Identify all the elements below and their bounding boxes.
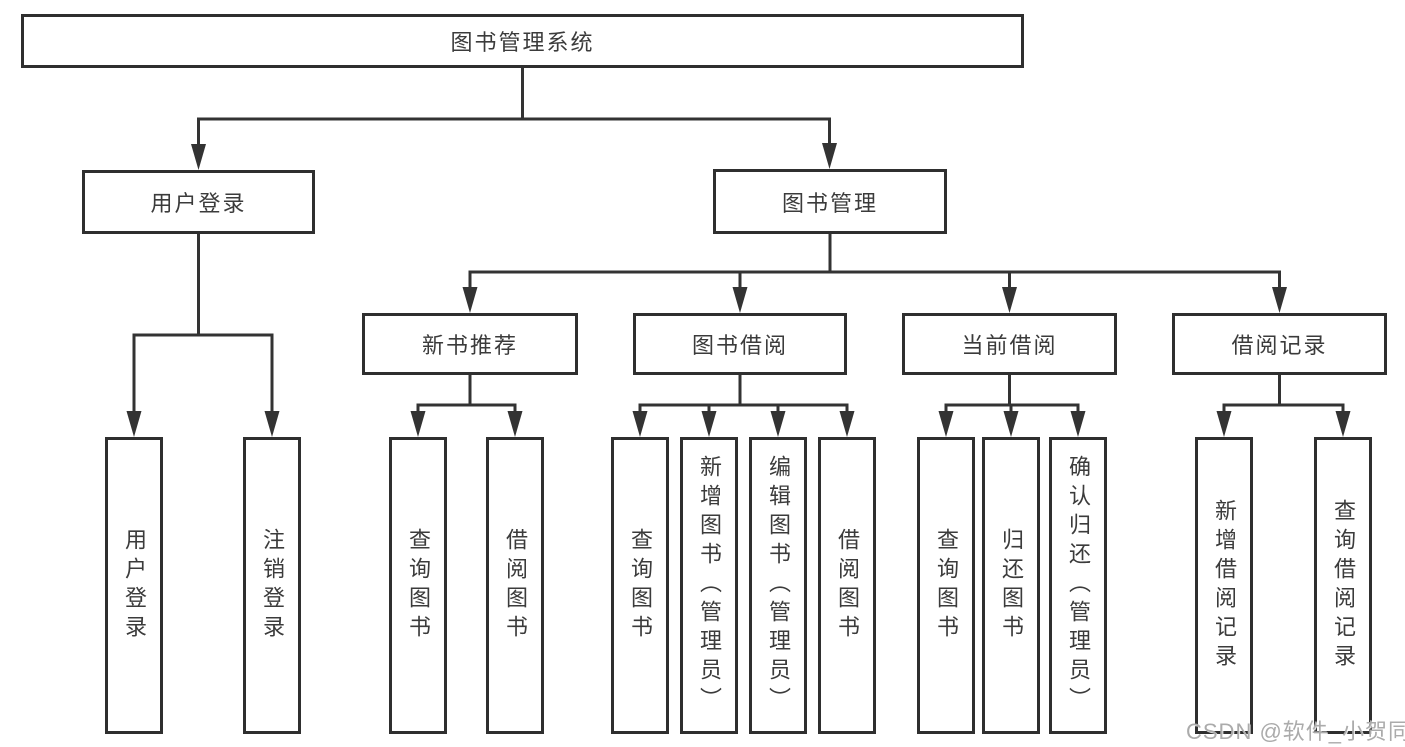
node-root: 图书管理系统 bbox=[21, 14, 1024, 68]
leaf-add-borrow-record-label: 新增借阅记录 bbox=[1212, 498, 1237, 673]
leaf-add-books-admin-label: 新增图书（管理员） bbox=[697, 455, 722, 716]
leaf-user-login: 用户登录 bbox=[105, 437, 163, 734]
leaf-recommend-borrow-books-label: 借阅图书 bbox=[503, 527, 528, 644]
leaf-current-query-books-label: 查询图书 bbox=[934, 527, 959, 644]
node-user-login: 用户登录 bbox=[82, 170, 315, 234]
leaf-query-borrow-record-label: 查询借阅记录 bbox=[1331, 498, 1356, 673]
leaf-query-borrow-record: 查询借阅记录 bbox=[1314, 437, 1372, 734]
leaf-recommend-query-books-label: 查询图书 bbox=[406, 527, 431, 644]
connector-group bbox=[126, 68, 1351, 437]
leaf-borrow-books-label: 借阅图书 bbox=[835, 527, 860, 644]
leaf-borrow-books: 借阅图书 bbox=[818, 437, 876, 734]
leaf-edit-books-admin: 编辑图书（管理员） bbox=[749, 437, 807, 734]
leaf-logout: 注销登录 bbox=[243, 437, 301, 734]
node-current-borrow: 当前借阅 bbox=[902, 313, 1117, 375]
leaf-recommend-borrow-books: 借阅图书 bbox=[486, 437, 544, 734]
leaf-add-books-admin: 新增图书（管理员） bbox=[680, 437, 738, 734]
leaf-edit-books-admin-label: 编辑图书（管理员） bbox=[766, 455, 791, 716]
leaf-user-login-label: 用户登录 bbox=[122, 527, 147, 644]
leaf-confirm-return-admin: 确认归还（管理员） bbox=[1049, 437, 1107, 734]
leaf-borrow-query-books-label: 查询图书 bbox=[628, 527, 653, 644]
leaf-return-books-label: 归还图书 bbox=[999, 527, 1024, 644]
node-new-book-recommend: 新书推荐 bbox=[362, 313, 578, 375]
watermark: CSDN @软件_小贺同学 bbox=[1186, 719, 1405, 744]
node-book-mgmt: 图书管理 bbox=[713, 169, 947, 234]
leaf-add-borrow-record: 新增借阅记录 bbox=[1195, 437, 1253, 734]
leaf-logout-label: 注销登录 bbox=[260, 527, 285, 644]
node-borrow-records: 借阅记录 bbox=[1172, 313, 1387, 375]
node-book-borrow: 图书借阅 bbox=[633, 313, 847, 375]
leaf-recommend-query-books: 查询图书 bbox=[389, 437, 447, 734]
leaf-confirm-return-admin-label: 确认归还（管理员） bbox=[1066, 455, 1091, 716]
leaf-current-query-books: 查询图书 bbox=[917, 437, 975, 734]
leaf-borrow-query-books: 查询图书 bbox=[611, 437, 669, 734]
leaf-return-books: 归还图书 bbox=[982, 437, 1040, 734]
